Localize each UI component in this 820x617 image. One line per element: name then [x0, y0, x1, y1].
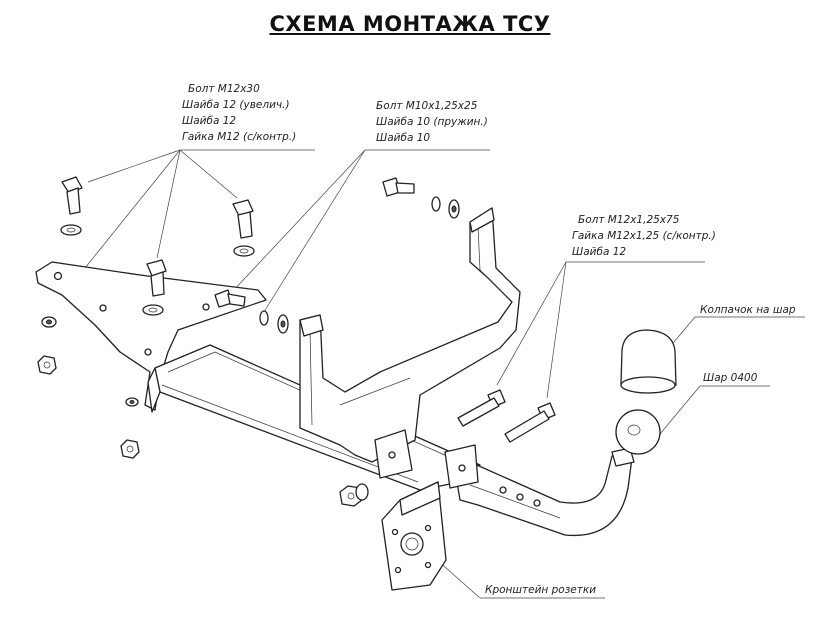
label-socket-bracket-text: Кронштейн розетки	[485, 584, 596, 596]
bolt-m12x75-b	[504, 402, 556, 443]
washer-left-a	[41, 316, 57, 328]
socket-bracket-plate	[381, 481, 447, 591]
bolt-m10x25-top	[382, 177, 460, 219]
label-group-bolt-m10: Болт М10х1,25х25 Шайба 10 (пружин.) Шайб…	[231, 100, 490, 316]
crossbar-lug	[374, 429, 479, 489]
bolt-m12x30-b	[232, 199, 255, 257]
label-group-bolt-m12x75: Болт М12х1,25х75 Гайка М12х1,25 (с/контр…	[496, 214, 716, 399]
tow-ball	[611, 409, 661, 467]
bolt-m12x75-a	[457, 389, 506, 427]
right-frame-bracket	[299, 207, 521, 463]
bolt-m10x25-mid	[214, 289, 289, 334]
nut-socket-bracket	[339, 483, 369, 507]
label-cap-text: Колпачок на шар	[700, 304, 796, 316]
label-nut-m12x1-25-lock: Гайка М12х1,25 (с/контр.)	[572, 230, 716, 242]
label-group-bolt-m12x30: Болт М12х30 Шайба 12 (увелич.) Шайба 12 …	[84, 83, 315, 269]
label-washer-10: Шайба 10	[376, 132, 430, 144]
label-ball-text: Шар 0400	[703, 372, 758, 384]
label-bolt-m12x1-25x75: Болт М12х1,25х75	[578, 214, 680, 226]
diagram-title: СХЕМА МОНТАЖА ТСУ	[269, 12, 551, 36]
nut-left-a	[37, 355, 57, 375]
label-washer-12-b: Шайба 12	[572, 246, 626, 258]
tow-ball-arm	[454, 455, 633, 537]
nut-left-b	[120, 439, 140, 459]
label-washer-12: Шайба 12	[182, 115, 236, 127]
washer-left-b	[125, 397, 139, 407]
label-bolt-m10x1-25x25: Болт М10х1,25х25	[376, 100, 478, 112]
label-nut-m12-lock: Гайка М12 (с/контр.)	[182, 131, 296, 143]
bolt-m12x30-c	[142, 259, 167, 316]
label-ball: Шар 0400	[654, 372, 770, 441]
label-bolt-m12x30: Болт М12х30	[188, 83, 260, 95]
label-washer-10-spring: Шайба 10 (пружин.)	[376, 116, 488, 128]
label-cap: Колпачок на шар	[651, 304, 805, 369]
bolt-m12x30-a	[60, 176, 83, 236]
label-washer-12-enlarged: Шайба 12 (увелич.)	[182, 99, 290, 111]
label-socket-bracket: Кронштейн розетки	[419, 544, 605, 599]
ball-cap	[620, 329, 677, 394]
